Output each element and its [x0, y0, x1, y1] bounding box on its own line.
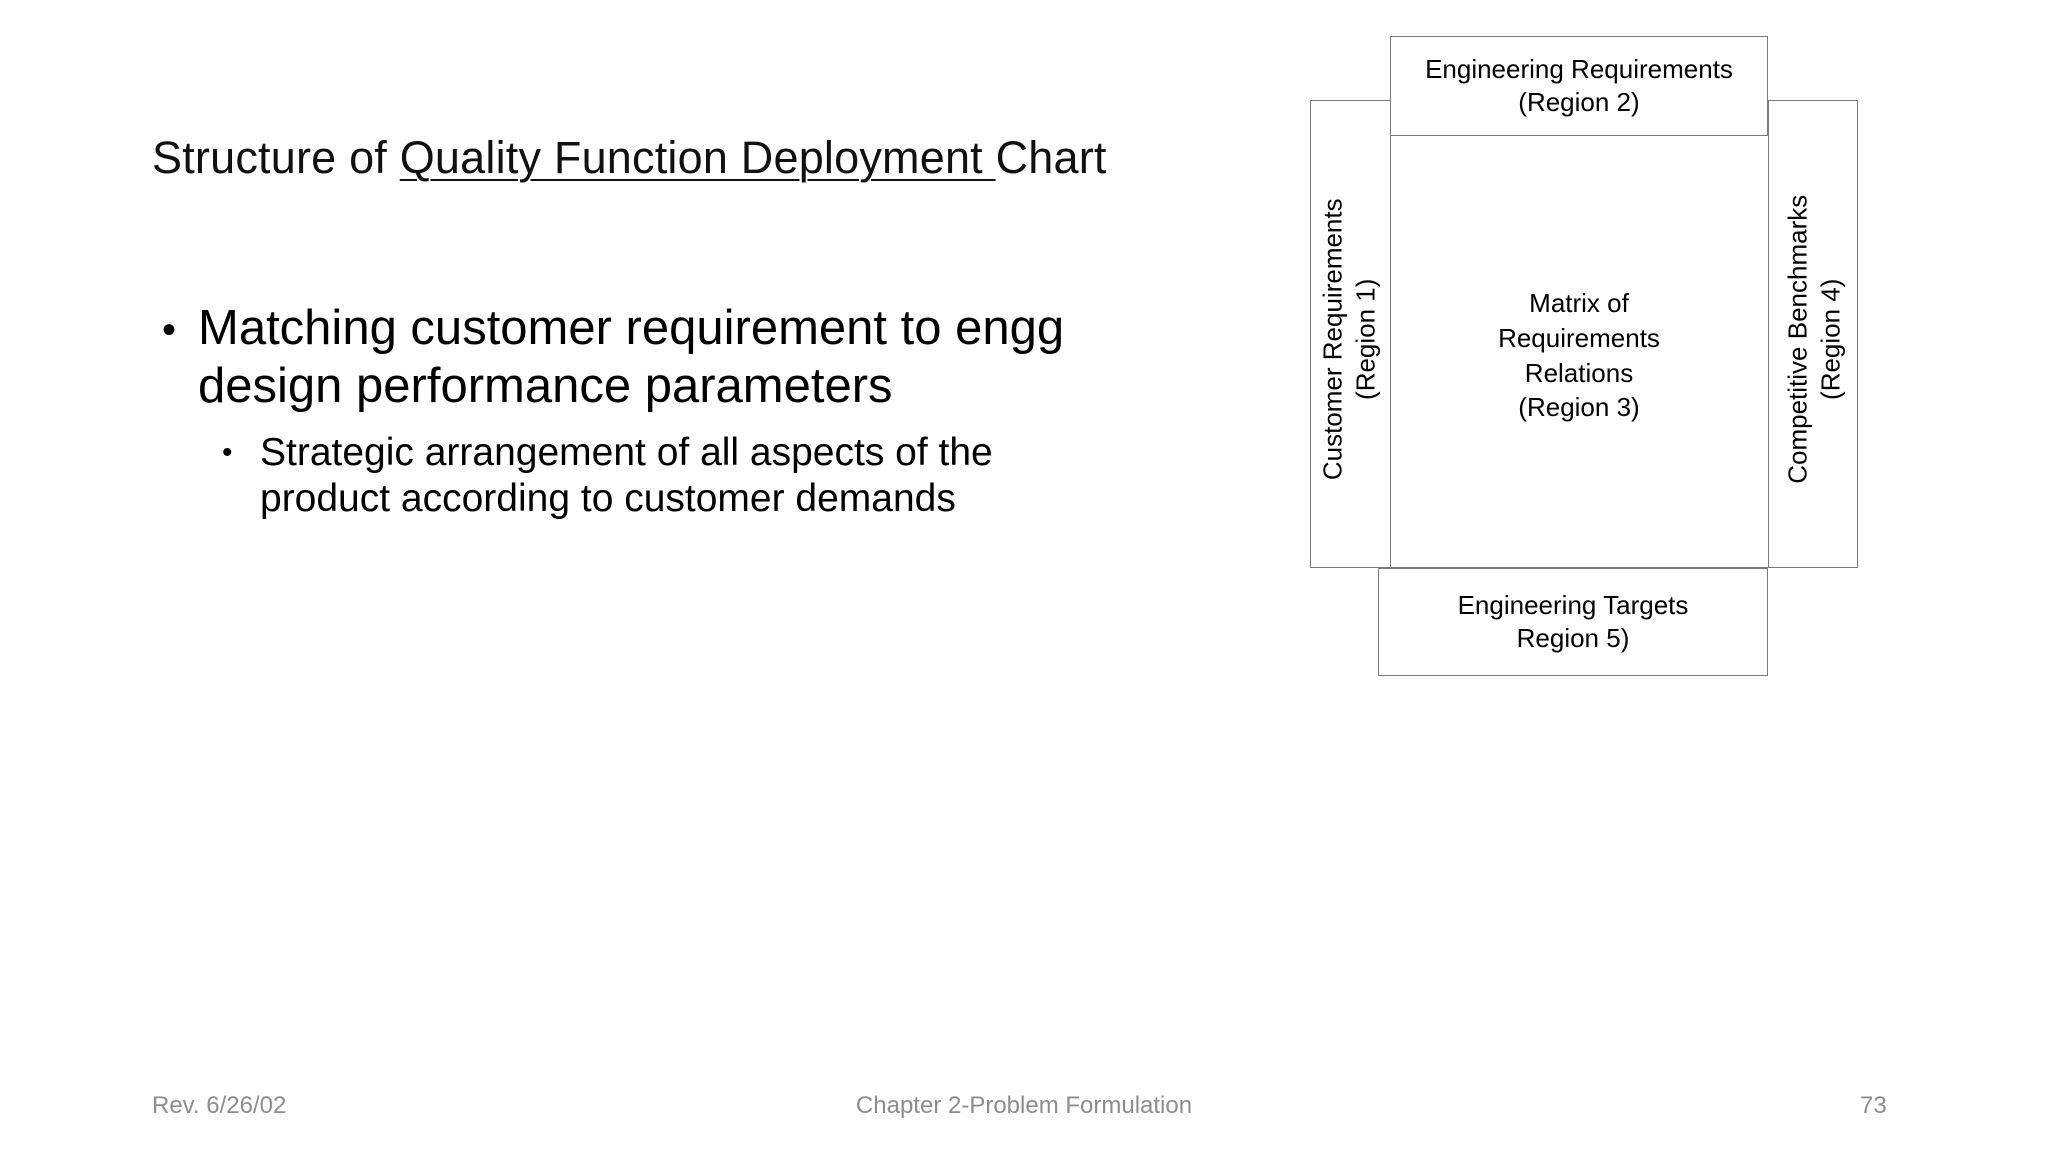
- bullet-level1-text: Matching customer requirement to engg de…: [198, 301, 1065, 413]
- bullet-marker-icon: •: [162, 308, 177, 353]
- region2-label-line2: (Region 2): [1518, 87, 1640, 117]
- page-title: Structure of Quality Function Deployment…: [152, 132, 1302, 184]
- title-underlined-term: Quality Function Deployment: [399, 132, 996, 183]
- region3-label-line1: Matrix of: [1529, 288, 1629, 318]
- bullet-marker-icon: •: [222, 436, 233, 470]
- region5-label-line1: Engineering Targets: [1457, 589, 1689, 620]
- qfd-diagram: Engineering Requirements (Region 2) Cust…: [1310, 36, 1862, 680]
- region2-label-line1: Engineering Requirements: [1425, 53, 1733, 84]
- title-suffix: Chart: [995, 132, 1107, 183]
- region5-label-line2: Region 5): [1516, 623, 1630, 653]
- footer-chapter: Chapter 2-Problem Formulation: [855, 1092, 1193, 1119]
- title-prefix: Structure of: [152, 132, 400, 183]
- body-content: • Matching customer requirement to engg …: [150, 300, 1280, 523]
- footer-page-number: 73: [1860, 1092, 1887, 1119]
- region3-label-line3: Relations: [1524, 357, 1634, 388]
- footer-revision: Rev. 6/26/02: [152, 1092, 287, 1119]
- bullet-level1: • Matching customer requirement to engg …: [150, 300, 1158, 416]
- region3-label-line4: (Region 3): [1518, 392, 1640, 423]
- qfd-region-3: Matrix of Requirements Relations (Region…: [1398, 286, 1760, 425]
- bullet-level2-text: Strategic arrangement of all aspects of …: [260, 430, 993, 521]
- region3-label-line2: Requirements: [1498, 322, 1660, 353]
- qfd-divider-left: [1390, 100, 1391, 568]
- qfd-region-5: Engineering Targets Region 5): [1378, 568, 1768, 676]
- qfd-divider-right: [1768, 100, 1769, 568]
- bullet-level2: • Strategic arrangement of all aspects o…: [150, 430, 1090, 524]
- qfd-region-2: Engineering Requirements (Region 2): [1390, 36, 1768, 136]
